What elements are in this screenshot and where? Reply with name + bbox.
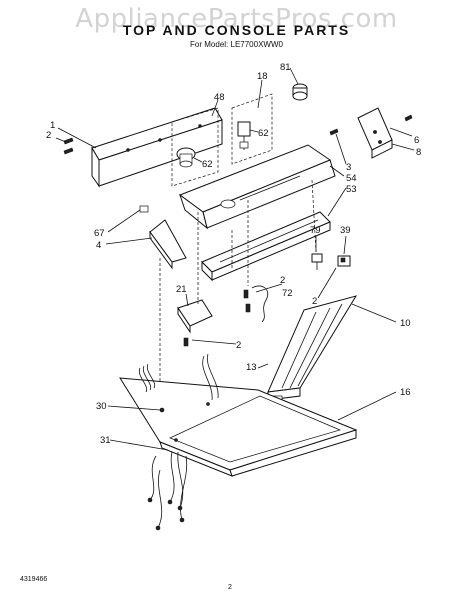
switch-bracket [231,93,273,165]
screw-pair-left [63,137,74,155]
callout-2-lower: 2 [236,340,241,351]
callout-4: 4 [96,240,101,251]
callout-6: 6 [414,135,419,146]
callout-54: 54 [346,173,357,184]
callout-16: 16 [400,387,411,398]
diagram-title: TOP AND CONSOLE PARTS [122,22,351,38]
console-panel [178,144,336,230]
knob [292,83,308,101]
callout-53: 53 [346,184,357,195]
timer-bracket [171,107,219,187]
callout-48: 48 [214,92,225,103]
callout-81: 81 [280,62,291,73]
model-subtitle: For Model: LE7700XWW0 [190,40,283,49]
callout-labels: 81 18 48 62 62 1 2 6 8 3 54 53 67 4 79 3… [46,62,421,446]
control-module [177,299,213,347]
main-wire-harness [138,353,219,531]
callout-2-mid: 2 [280,275,285,286]
callout-3: 3 [346,162,351,173]
right-end-cap [329,107,413,159]
callout-18: 18 [257,71,268,82]
callout-31: 31 [100,435,111,446]
callout-67: 67 [94,228,105,239]
top-panel [119,377,358,477]
page-number: 2 [228,584,232,591]
callout-72: 72 [282,288,293,299]
callout-30: 30 [96,401,107,412]
console-base [201,211,331,282]
console-back-panel [91,107,223,188]
callout-39: 39 [340,225,351,236]
callout-1: 1 [50,120,55,131]
left-end-cap [139,205,187,270]
lint-screen [259,295,358,409]
callout-2-right: 2 [312,296,317,307]
wire-harness-72 [243,285,269,323]
document-number: 4319466 [20,576,48,583]
callout-13: 13 [246,362,257,373]
callout-62-lower: 62 [202,159,213,170]
leader-lines [55,67,415,451]
callout-21: 21 [176,284,187,295]
callout-79: 79 [310,225,321,236]
switches [311,253,351,270]
callout-2-topleft: 2 [46,130,51,141]
callout-10: 10 [400,318,411,329]
callout-62-upper: 62 [258,128,269,139]
callout-8: 8 [416,147,421,158]
